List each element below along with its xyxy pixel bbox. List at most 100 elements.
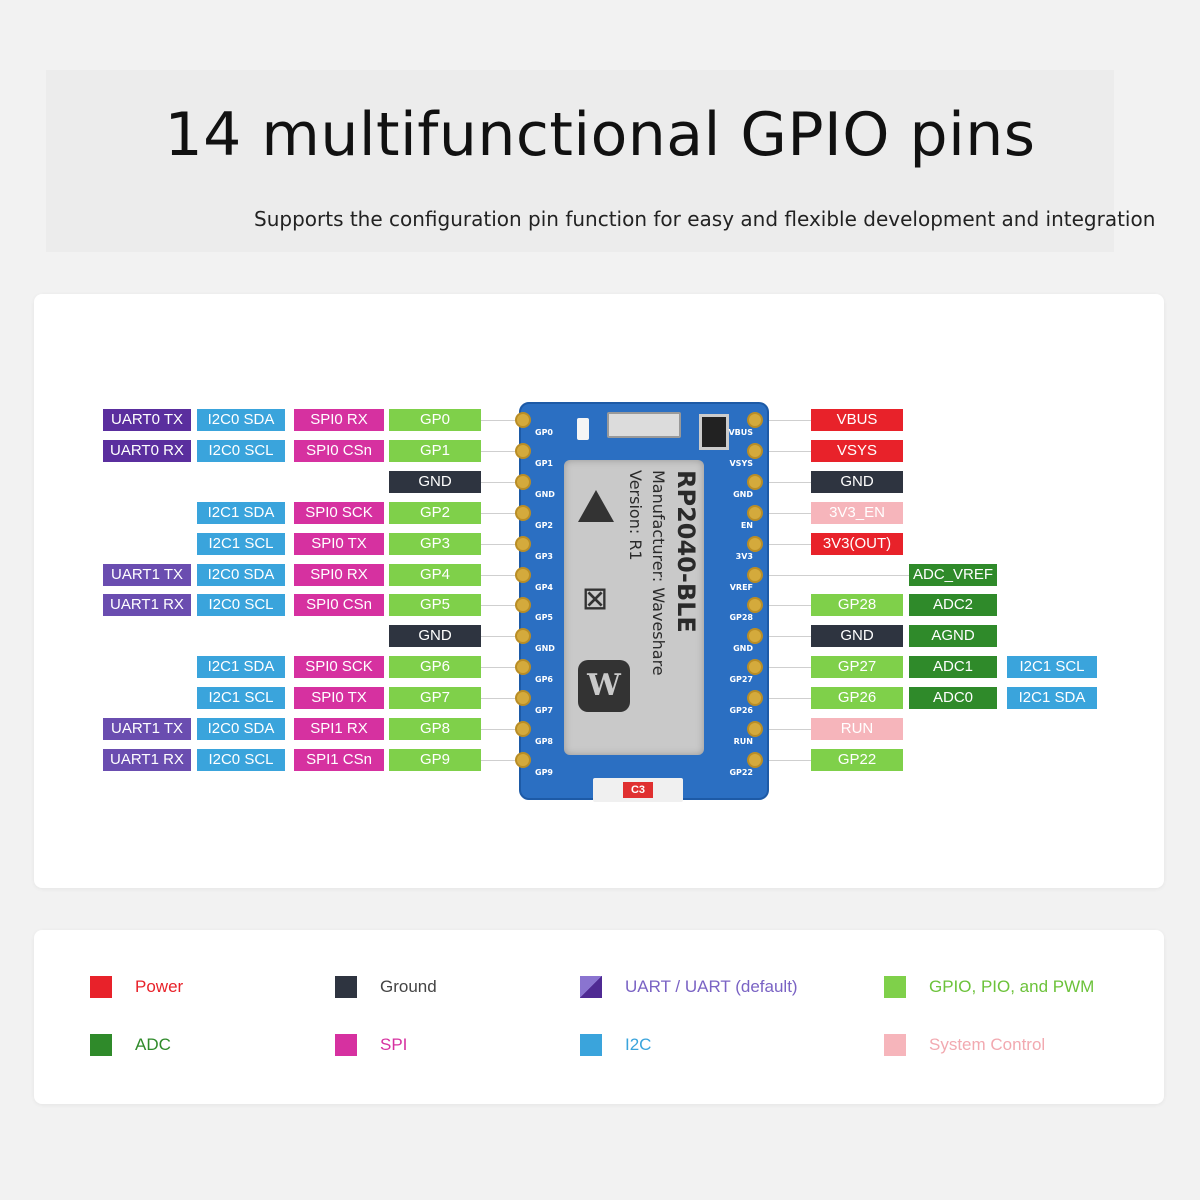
- pin-label-left: UART1 TX: [103, 718, 191, 740]
- silk-label-right: GP28: [729, 613, 753, 623]
- silk-label-right: VBUS: [728, 428, 753, 437]
- pin-label-left: GP5: [389, 594, 481, 616]
- legend-swatch: [580, 976, 602, 998]
- pin-label-left: GND: [389, 625, 481, 647]
- pin-pad: [747, 628, 763, 645]
- silk-label-right: GP27: [729, 675, 753, 685]
- pin-pad: [515, 535, 531, 552]
- silk-label-left: GP2: [535, 520, 553, 530]
- pin-pad: [747, 690, 763, 707]
- silk-label-left: GP6: [535, 675, 553, 685]
- pin-pad: [747, 566, 763, 583]
- pin-label-left: SPI1 CSn: [294, 749, 384, 771]
- pin-line: [769, 575, 909, 576]
- module-name: RP2040-BLE: [672, 470, 700, 633]
- pin-label-right: GP27: [811, 656, 903, 678]
- usb-connector: [607, 412, 681, 438]
- pin-line: [481, 760, 519, 761]
- pin-label-left: I2C0 SDA: [197, 409, 285, 431]
- pin-label-right: 3V3(OUT): [811, 533, 903, 555]
- pin-line: [481, 482, 519, 483]
- board-marker: C3: [593, 778, 683, 802]
- pin-line: [769, 513, 811, 514]
- pin-pad: [747, 751, 763, 768]
- legend-swatch: [90, 1034, 112, 1056]
- pin-label-left: UART1 RX: [103, 749, 191, 771]
- page-subtitle: Supports the configuration pin function …: [254, 207, 1156, 231]
- pin-label-left: SPI0 TX: [294, 687, 384, 709]
- esd-warning-icon: [578, 490, 614, 522]
- pin-label-left: UART0 TX: [103, 409, 191, 431]
- legend-swatch: [335, 1034, 357, 1056]
- silk-label-left: GP0: [535, 428, 553, 437]
- silk-label-right: RUN: [733, 737, 753, 746]
- pin-label-left: GP4: [389, 564, 481, 586]
- legend-label: UART / UART (default): [625, 977, 798, 996]
- pin-pad: [515, 566, 531, 583]
- legend-card: [34, 930, 1164, 1104]
- pin-pad: [515, 721, 531, 737]
- pin-label-left: SPI0 RX: [294, 564, 384, 586]
- pin-pad: [747, 473, 763, 490]
- pin-pad: [515, 412, 531, 428]
- legend-label: I2C: [625, 1035, 652, 1054]
- legend-label: Ground: [380, 977, 437, 996]
- pin-line: [481, 667, 519, 668]
- pin-label-left: GP6: [389, 656, 481, 678]
- silk-label-left: GP7: [535, 706, 553, 716]
- pin-line: [481, 451, 519, 452]
- pin-label-right: ADC0: [909, 687, 997, 709]
- pin-label-left: GP9: [389, 749, 481, 771]
- pin-label-left: SPI0 SCK: [294, 656, 384, 678]
- pin-pad: [515, 442, 531, 459]
- pin-label-left: GP1: [389, 440, 481, 462]
- pin-label-left: I2C0 SCL: [197, 749, 285, 771]
- pin-label-right: GP26: [811, 687, 903, 709]
- pin-line: [769, 605, 811, 606]
- pin-pad: [515, 690, 531, 707]
- pin-label-left: GND: [389, 471, 481, 493]
- legend-label: GPIO, PIO, and PWM: [929, 977, 1095, 996]
- pin-line: [481, 729, 519, 730]
- pin-label-right: 3V3_EN: [811, 502, 903, 524]
- legend-label: System Control: [929, 1035, 1046, 1054]
- pin-label-left: SPI0 CSn: [294, 594, 384, 616]
- pin-pad: [747, 412, 763, 428]
- pin-label-right: ADC2: [909, 594, 997, 616]
- pin-label-left: I2C0 SCL: [197, 594, 285, 616]
- pin-label-right: GND: [811, 625, 903, 647]
- silk-label-right: GP22: [729, 767, 753, 777]
- pin-label-right: VSYS: [811, 440, 903, 462]
- button-component: [699, 414, 729, 450]
- silk-label-right: 3V3: [735, 551, 753, 561]
- pin-line: [481, 544, 519, 545]
- silk-label-left: GP1: [535, 458, 553, 468]
- waveshare-logo: W: [578, 660, 630, 712]
- board-marker-label: C3: [623, 782, 653, 798]
- silk-label-left: GP8: [535, 737, 553, 746]
- pin-line: [769, 544, 811, 545]
- pin-label-left: I2C1 SCL: [197, 533, 285, 555]
- pin-pad: [747, 442, 763, 459]
- pin-label-right: ADC1: [909, 656, 997, 678]
- silk-label-left: GND: [535, 644, 555, 654]
- pin-label-left: GP0: [389, 409, 481, 431]
- pin-line: [769, 729, 811, 730]
- silk-label-right: VSYS: [729, 458, 753, 468]
- pin-label-left: I2C1 SDA: [197, 502, 285, 524]
- legend-swatch: [884, 976, 906, 998]
- pin-label-right: I2C1 SCL: [1007, 656, 1097, 678]
- pin-pad: [515, 659, 531, 676]
- pin-line: [481, 698, 519, 699]
- silk-label-left: GP5: [535, 613, 553, 623]
- pin-pad: [515, 628, 531, 645]
- recycle-bin-icon: ⊠: [581, 580, 609, 616]
- silk-label-left: GP3: [535, 551, 553, 561]
- legend-label: ADC: [135, 1035, 171, 1054]
- legend-swatch: [90, 976, 112, 998]
- pin-line: [481, 575, 519, 576]
- pin-pad: [747, 535, 763, 552]
- pin-line: [769, 420, 811, 421]
- pin-pad: [515, 751, 531, 768]
- silk-label-right: GND: [733, 644, 753, 654]
